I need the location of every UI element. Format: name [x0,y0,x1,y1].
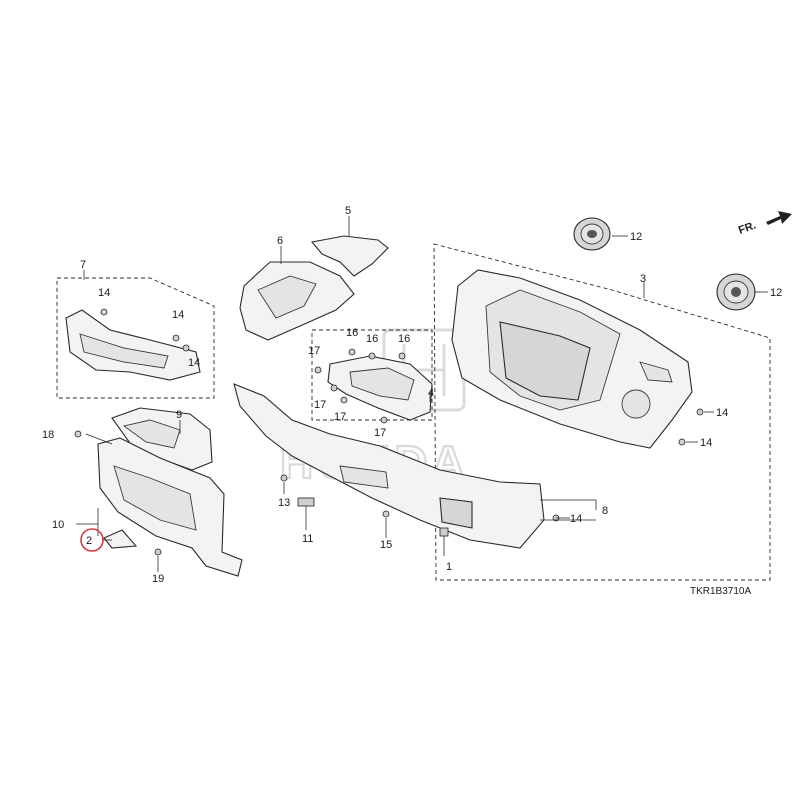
callout-16-b: 16 [366,333,378,345]
callout-4: 4 [428,387,434,399]
callout-18: 18 [42,429,54,441]
callout-2: 2 [86,535,92,547]
highlight-ring [80,528,104,552]
callout-14-d: 14 [716,407,728,419]
knee-panel [97,437,243,577]
front-direction-indicator: FR. [737,211,792,237]
callout-19: 19 [152,573,164,585]
clip-16b [368,352,376,360]
callout-17-d: 17 [374,427,386,439]
column-cover [111,407,213,471]
clip-14-7c [182,344,190,352]
callout-17-c: 17 [334,411,346,423]
clip-14-right-b [678,438,686,446]
vent-upper [573,217,611,251]
callout-15: 15 [380,539,392,551]
trim-strip [103,529,138,549]
meter-panel [327,355,433,421]
group-frame-16-17 [311,329,433,421]
callout-14-c: 14 [188,357,200,369]
vent-lower [716,273,756,311]
clip-17a [314,366,322,374]
clip-14-right-a [696,408,704,416]
clip-11 [297,497,315,507]
wire-bracket [65,309,201,381]
callout-3: 3 [640,273,646,285]
callout-7: 7 [80,259,86,271]
callout-11: 11 [302,533,313,545]
callout-16-c: 16 [398,333,410,345]
callout-14-f: 14 [570,513,582,525]
callout-17-a: 17 [308,345,320,357]
meter-visor [239,261,355,341]
clip-17d [380,416,388,424]
leader-lines [76,216,768,572]
callout-14-b: 14 [172,309,184,321]
group-frame-7 [56,277,215,399]
callout-6: 6 [277,235,283,247]
clip-17c [340,396,348,404]
clip-15 [382,510,390,518]
callout-9: 9 [176,409,182,421]
lower-dashboard-panel [233,383,545,549]
callout-labels: 1 2 3 4 5 6 7 8 9 10 11 12 12 13 14 14 1… [42,205,782,585]
clip-16a [348,348,356,356]
callout-16-a: 16 [346,327,358,339]
clip-18 [74,430,82,438]
clip-1 [439,527,449,537]
callout-14-e: 14 [700,437,712,449]
diagram-code: TKR1B3710A [690,586,751,597]
dashboard-main-panel [451,269,693,449]
callout-13: 13 [278,497,290,509]
clip-14-7b [172,334,180,342]
clip-17b [330,384,338,392]
clip-13 [280,474,288,482]
callout-12-upper: 12 [630,231,642,243]
fasteners [74,308,704,556]
clip-16c [398,352,406,360]
callout-1: 1 [446,561,452,573]
callout-14-a: 14 [98,287,110,299]
clip-14-7a [100,308,108,316]
callout-10: 10 [52,519,64,531]
callout-8: 8 [602,505,608,517]
clip-19 [154,548,162,556]
direction-label: FR. [737,219,758,236]
upper-trim-piece [310,235,389,277]
callout-12-lower: 12 [770,287,782,299]
arrow-icon [766,211,792,225]
callout-17-b: 17 [314,399,326,411]
callout-5: 5 [345,205,351,217]
